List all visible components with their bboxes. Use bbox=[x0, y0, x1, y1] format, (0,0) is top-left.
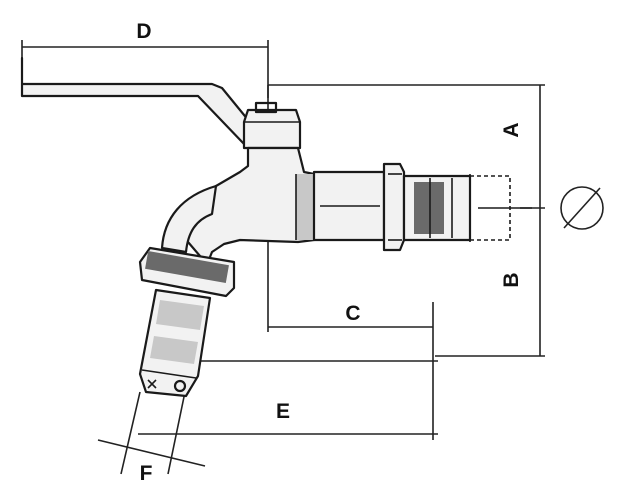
hose-connector-hole bbox=[173, 379, 187, 393]
pipe-hex-nut bbox=[382, 162, 406, 252]
stem-screw bbox=[254, 101, 278, 114]
label-a: A bbox=[500, 122, 523, 137]
diameter-circle bbox=[560, 186, 604, 230]
lever-handle bbox=[20, 56, 264, 147]
label-b: B bbox=[500, 272, 523, 287]
label-c: C bbox=[345, 302, 360, 325]
label-f: F bbox=[140, 462, 153, 485]
body-collar-shade bbox=[296, 174, 314, 240]
dimension-lines bbox=[21, 40, 604, 475]
stem-nut bbox=[242, 108, 302, 150]
dimension-labels: D A B C E F bbox=[136, 20, 523, 485]
coupling-nut-shade bbox=[145, 251, 229, 283]
thread-shade bbox=[414, 182, 444, 234]
hose-connector-mark bbox=[147, 379, 157, 389]
label-d: D bbox=[136, 20, 151, 43]
ball-valve-tap bbox=[20, 56, 532, 398]
dimension-f-left-line bbox=[120, 391, 141, 475]
label-e: E bbox=[276, 400, 290, 423]
diameter-slash bbox=[563, 187, 601, 229]
hose-connector-ribs bbox=[150, 300, 204, 364]
hose-connector-ring bbox=[141, 369, 197, 379]
spout-bend bbox=[160, 184, 218, 254]
dimension-f-cross-line bbox=[97, 439, 206, 467]
dimension-f-right-line bbox=[167, 391, 186, 475]
